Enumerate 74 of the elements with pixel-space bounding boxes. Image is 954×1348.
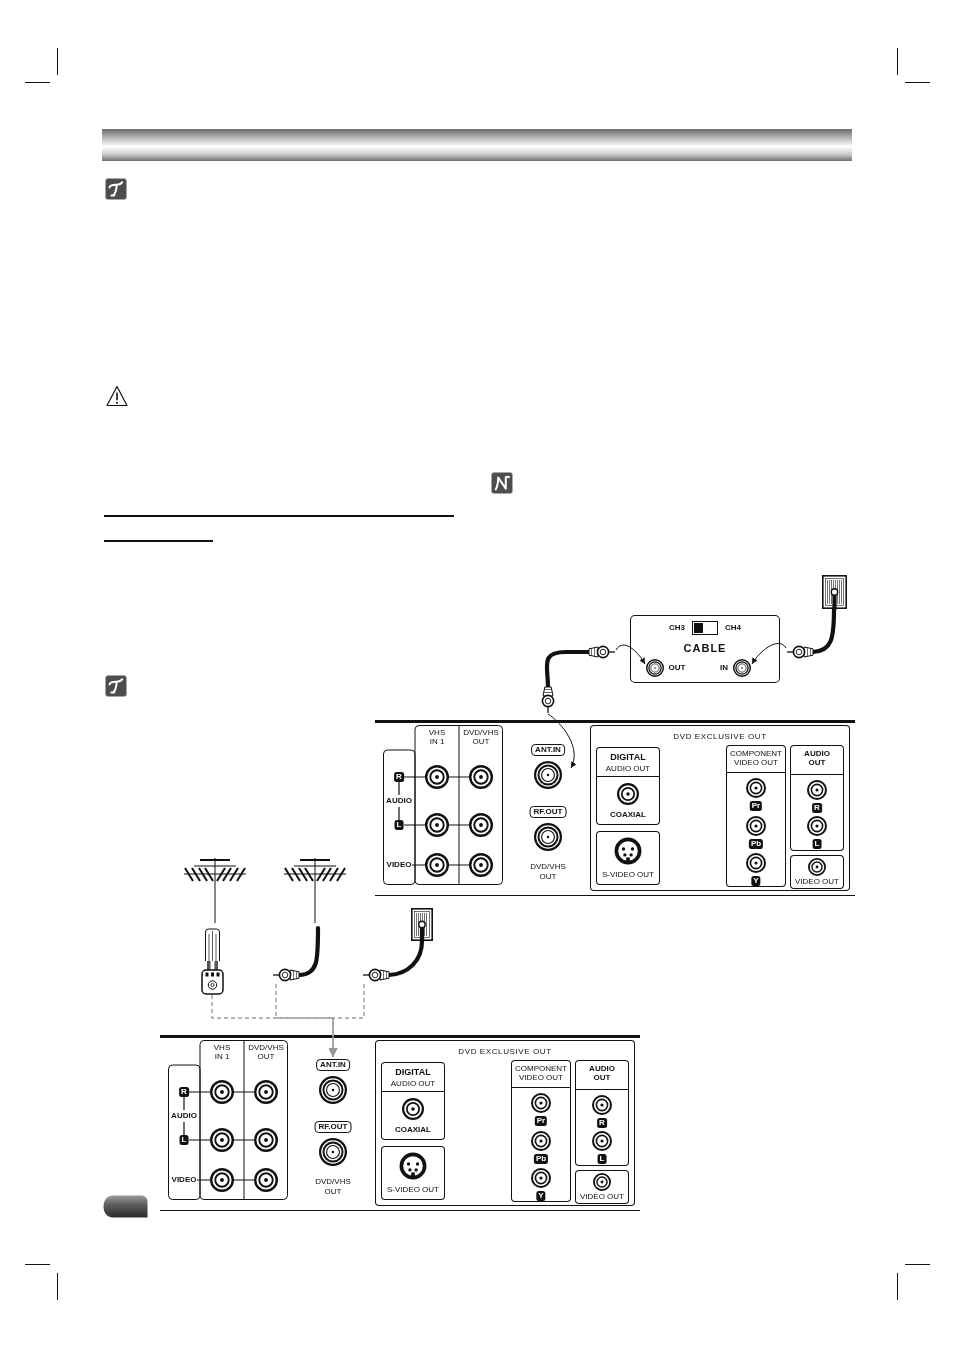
port-group	[381, 1062, 445, 1140]
coax-cable-drawing	[272, 928, 322, 984]
port-caption: VIDEO OUT	[795, 878, 839, 886]
channel-tag: Pr	[749, 801, 763, 811]
port-group	[596, 747, 660, 825]
port-caption: S-VIDEO OUT	[602, 871, 654, 879]
channel-tag: R	[597, 1118, 607, 1128]
channel-tag: Y	[536, 1191, 546, 1201]
channel-tag: Y	[751, 876, 761, 886]
dashed-arrow	[328, 983, 365, 1058]
antenna-drawing	[284, 857, 346, 923]
port-group	[575, 1060, 629, 1166]
port-group	[726, 745, 786, 887]
channel-tag: R	[394, 772, 404, 782]
cable-box	[630, 615, 780, 683]
port-label: RF.OUT	[529, 806, 567, 818]
jack-panel	[168, 1040, 288, 1200]
port-label: ANT.IN	[316, 1059, 350, 1071]
port-caption: S-VIDEO OUT	[387, 1186, 439, 1194]
channel-tag: R	[179, 1087, 189, 1097]
channel-tag: Pb	[533, 1154, 549, 1164]
port-label: IN	[720, 664, 728, 672]
row-label: VIDEO	[386, 861, 412, 869]
arrow	[547, 713, 577, 769]
row-label: AUDIO	[386, 797, 412, 805]
jack-panel	[383, 725, 503, 885]
group-title: DIGITAL	[395, 1067, 431, 1077]
channel-tag: L	[812, 839, 822, 849]
wall-outlet-drawing	[822, 575, 847, 609]
output-panel	[375, 1040, 635, 1206]
column-header: DVD/VHS OUT	[247, 1044, 285, 1062]
channel-tag: Pb	[748, 839, 764, 849]
group-title: DIGITAL	[610, 752, 646, 762]
port-caption: DVD/VHS OUT	[529, 862, 567, 882]
row-label: AUDIO	[171, 1112, 197, 1120]
channel-tag: R	[812, 803, 822, 813]
column-header: DVD/VHS OUT	[462, 729, 500, 747]
channel-tag: L	[394, 820, 404, 830]
group-subtitle: AUDIO OUT	[390, 1080, 436, 1088]
group-subtitle: AUDIO OUT	[605, 765, 651, 773]
coax-cable-drawing	[786, 609, 838, 661]
port-caption: COAXIAL	[610, 811, 646, 819]
group-title: AUDIO OUT	[588, 1065, 616, 1083]
group-title: COMPONENT VIDEO OUT	[729, 748, 783, 768]
coax-cable-drawing	[362, 941, 426, 984]
port-group	[790, 855, 844, 889]
port-group	[575, 1170, 629, 1204]
port-group	[381, 1146, 445, 1200]
column-header: VHS IN 1	[212, 1044, 232, 1062]
column-header: VHS IN 1	[427, 729, 447, 747]
port-group	[596, 831, 660, 885]
group-title: AUDIO OUT	[803, 750, 831, 768]
channel-tag: Pr	[534, 1116, 548, 1126]
group-title: COMPONENT VIDEO OUT	[514, 1063, 568, 1083]
port-caption: DVD/VHS OUT	[314, 1177, 352, 1197]
port-caption: COAXIAL	[395, 1126, 431, 1134]
channel-tag: L	[597, 1154, 607, 1164]
port-label: OUT	[668, 664, 686, 672]
port-group	[511, 1060, 571, 1202]
port-label: ANT.IN	[531, 744, 565, 756]
row-label: VIDEO	[171, 1176, 197, 1184]
matching-transformer-drawing	[201, 928, 224, 995]
output-panel	[590, 725, 850, 891]
antenna-drawing	[184, 857, 246, 923]
port-caption: VIDEO OUT	[580, 1193, 624, 1201]
panel-title: DVD EXCLUSIVE OUT	[673, 733, 767, 741]
panel-title: DVD EXCLUSIVE OUT	[458, 1048, 552, 1056]
channel-tag: L	[179, 1135, 189, 1145]
switch-label: CH3	[669, 624, 685, 632]
box-title: CABLE	[683, 642, 727, 654]
port-group	[790, 745, 844, 851]
switch-label: CH4	[725, 624, 741, 632]
port-label: RF.OUT	[314, 1121, 352, 1133]
wall-outlet-drawing	[411, 908, 433, 941]
